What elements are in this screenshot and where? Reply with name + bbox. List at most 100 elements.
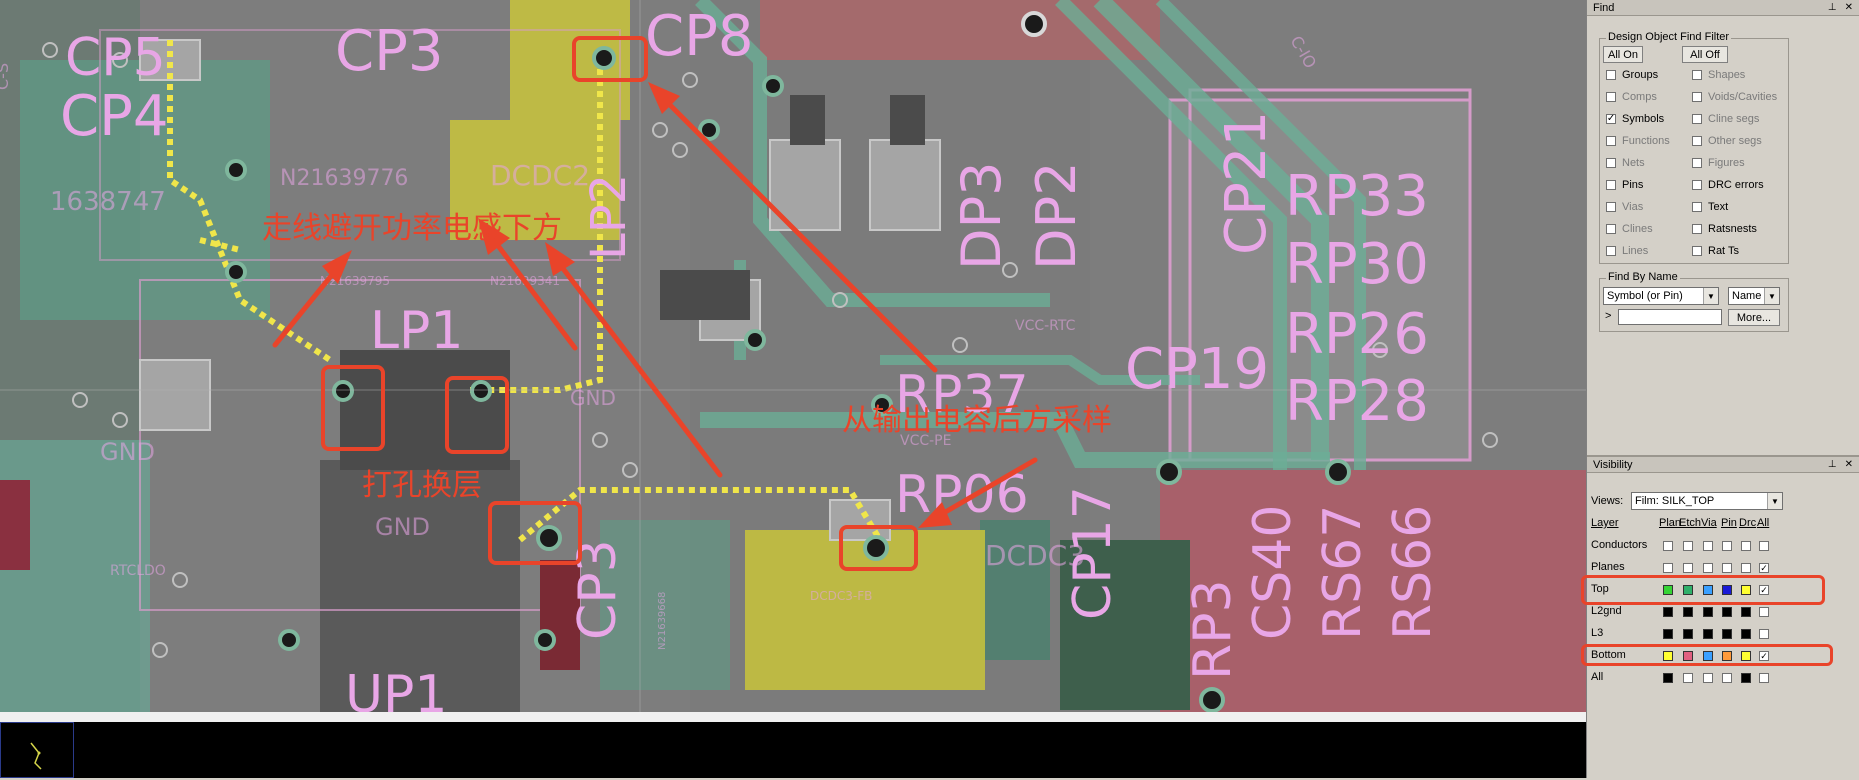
filter-shapes[interactable]: Shapes — [1692, 69, 1745, 81]
filter-checkbox[interactable] — [1692, 224, 1702, 234]
layer-all-checkbox[interactable]: ✓ — [1759, 650, 1769, 661]
filter-checkbox[interactable] — [1692, 246, 1702, 256]
filter-checkbox[interactable] — [1692, 70, 1702, 80]
layer-color-swatch[interactable] — [1703, 651, 1713, 661]
filter-voids-cavities[interactable]: Voids/Cavities — [1692, 91, 1777, 103]
layer-color-swatch[interactable] — [1683, 629, 1693, 639]
find-panel-titlebar[interactable]: Find ⊥✕ — [1587, 0, 1859, 16]
layer-visibility-checkbox[interactable] — [1683, 673, 1693, 683]
visibility-panel-titlebar[interactable]: Visibility ⊥✕ — [1587, 457, 1859, 473]
filter-nets[interactable]: Nets — [1606, 157, 1645, 169]
layer-all-checkbox[interactable] — [1759, 541, 1769, 551]
filter-rat-ts[interactable]: Rat Ts — [1692, 245, 1739, 257]
layer-all-checkbox[interactable] — [1759, 673, 1769, 683]
canvas-scrollbar[interactable] — [0, 712, 1586, 722]
filter-checkbox[interactable] — [1692, 180, 1702, 190]
filter-checkbox[interactable] — [1692, 114, 1702, 124]
layer-color-swatch[interactable] — [1741, 629, 1751, 639]
filter-checkbox[interactable] — [1692, 92, 1702, 102]
find-name-select[interactable]: Name ▼ — [1728, 287, 1780, 305]
filter-checkbox[interactable] — [1606, 136, 1616, 146]
filter-checkbox[interactable] — [1606, 224, 1616, 234]
filter-text[interactable]: Text — [1692, 201, 1728, 213]
visibility-header-plan[interactable]: Plan — [1659, 517, 1682, 529]
layer-all-checkbox[interactable] — [1759, 607, 1769, 617]
pin-icon[interactable]: ⊥ — [1827, 459, 1837, 470]
close-icon[interactable]: ✕ — [1844, 2, 1853, 13]
visibility-header-via[interactable]: Via — [1701, 517, 1717, 529]
layer-visibility-checkbox[interactable] — [1722, 563, 1732, 573]
find-name-input[interactable] — [1618, 309, 1722, 325]
filter-figures[interactable]: Figures — [1692, 157, 1745, 169]
layer-color-swatch[interactable] — [1663, 607, 1673, 617]
layer-color-swatch[interactable] — [1683, 607, 1693, 617]
layer-visibility-checkbox[interactable] — [1722, 541, 1732, 551]
visibility-header-layer[interactable]: Layer — [1591, 517, 1619, 529]
layer-color-swatch[interactable] — [1703, 607, 1713, 617]
layer-color-swatch[interactable] — [1663, 585, 1673, 595]
visibility-header-pin[interactable]: Pin — [1721, 517, 1737, 529]
visibility-header-etch[interactable]: Etch — [1679, 517, 1702, 529]
filter-checkbox[interactable] — [1692, 158, 1702, 168]
layer-color-swatch[interactable] — [1683, 585, 1693, 595]
filter-checkbox[interactable] — [1606, 180, 1616, 190]
filter-checkbox[interactable] — [1606, 246, 1616, 256]
filter-checkbox[interactable] — [1606, 158, 1616, 168]
layer-visibility-checkbox[interactable] — [1703, 673, 1713, 683]
layer-color-swatch[interactable] — [1663, 629, 1673, 639]
filter-checkbox[interactable]: ✓ — [1606, 113, 1616, 124]
layer-color-swatch[interactable] — [1741, 673, 1751, 683]
layer-visibility-checkbox[interactable] — [1722, 673, 1732, 683]
layer-visibility-checkbox[interactable] — [1741, 563, 1751, 573]
world-view-minimap[interactable] — [0, 722, 74, 778]
layer-color-swatch[interactable] — [1722, 651, 1732, 661]
filter-drc-errors[interactable]: DRC errors — [1692, 179, 1764, 191]
filter-functions[interactable]: Functions — [1606, 135, 1670, 147]
layer-color-swatch[interactable] — [1683, 651, 1693, 661]
layer-visibility-checkbox[interactable] — [1663, 563, 1673, 573]
layer-color-swatch[interactable] — [1741, 651, 1751, 661]
filter-clines[interactable]: Clines — [1606, 223, 1653, 235]
layer-color-swatch[interactable] — [1741, 585, 1751, 595]
filter-other-segs[interactable]: Other segs — [1692, 135, 1762, 147]
filter-checkbox[interactable] — [1692, 202, 1702, 212]
pcb-canvas[interactable]: CP8 CP5 CP3 CP4 DP3 DP2 CP21 RP33 RP30 R… — [0, 0, 1586, 778]
layer-visibility-checkbox[interactable] — [1703, 541, 1713, 551]
filter-checkbox[interactable] — [1606, 202, 1616, 212]
layer-all-checkbox[interactable]: ✓ — [1759, 584, 1769, 595]
layer-color-swatch[interactable] — [1722, 607, 1732, 617]
layer-visibility-checkbox[interactable] — [1703, 563, 1713, 573]
pcb-board[interactable]: CP8 CP5 CP3 CP4 DP3 DP2 CP21 RP33 RP30 R… — [0, 0, 1586, 712]
find-type-select[interactable]: Symbol (or Pin) ▼ — [1603, 287, 1719, 305]
filter-checkbox[interactable] — [1606, 92, 1616, 102]
layer-visibility-checkbox[interactable] — [1741, 541, 1751, 551]
filter-cline-segs[interactable]: Cline segs — [1692, 113, 1759, 125]
filter-ratsnests[interactable]: Ratsnests — [1692, 223, 1757, 235]
filter-lines[interactable]: Lines — [1606, 245, 1648, 257]
layer-visibility-checkbox[interactable] — [1683, 563, 1693, 573]
layer-visibility-checkbox[interactable] — [1663, 541, 1673, 551]
filter-pins[interactable]: Pins — [1606, 179, 1643, 191]
layer-all-checkbox[interactable]: ✓ — [1759, 562, 1769, 573]
filter-comps[interactable]: Comps — [1606, 91, 1657, 103]
all-off-button[interactable]: All Off — [1682, 46, 1728, 63]
filter-vias[interactable]: Vias — [1606, 201, 1643, 213]
layer-color-swatch[interactable] — [1703, 629, 1713, 639]
visibility-header-drc[interactable]: Drc — [1739, 517, 1757, 529]
layer-color-swatch[interactable] — [1663, 651, 1673, 661]
views-select[interactable]: Film: SILK_TOP ▼ — [1631, 492, 1783, 510]
visibility-header-all[interactable]: All — [1757, 517, 1770, 529]
all-on-button[interactable]: All On — [1603, 46, 1643, 63]
filter-checkbox[interactable] — [1606, 70, 1616, 80]
layer-color-swatch[interactable] — [1722, 629, 1732, 639]
close-icon[interactable]: ✕ — [1844, 459, 1853, 470]
layer-all-checkbox[interactable] — [1759, 629, 1769, 639]
layer-color-swatch[interactable] — [1722, 585, 1732, 595]
layer-color-swatch[interactable] — [1663, 673, 1673, 683]
filter-checkbox[interactable] — [1692, 136, 1702, 146]
layer-visibility-checkbox[interactable] — [1683, 541, 1693, 551]
filter-groups[interactable]: Groups — [1606, 69, 1658, 81]
layer-color-swatch[interactable] — [1703, 585, 1713, 595]
filter-symbols[interactable]: ✓Symbols — [1606, 113, 1664, 125]
layer-color-swatch[interactable] — [1741, 607, 1751, 617]
